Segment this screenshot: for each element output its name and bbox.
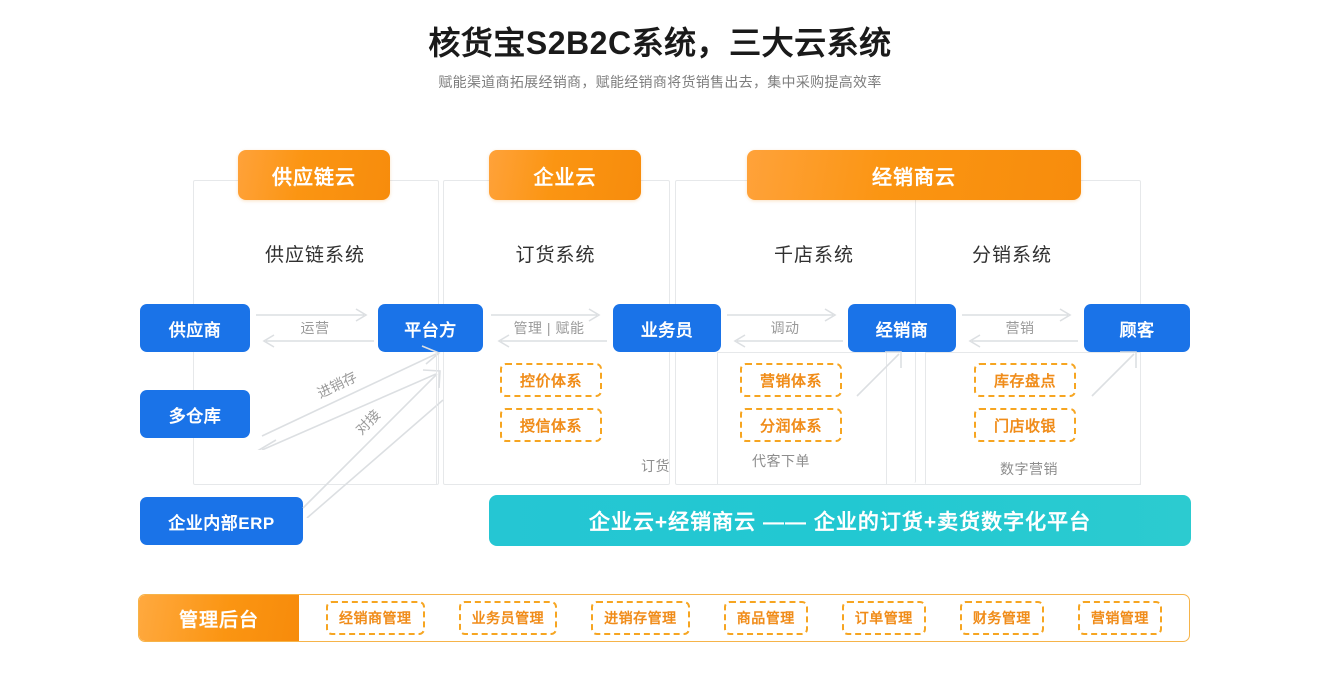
cloud-badge-dealer[interactable]: 经销商云 — [747, 150, 1081, 200]
connector-platform-salesperson: 管理 | 赋能 — [491, 306, 607, 350]
system-label-supply-chain: 供应链系统 — [264, 245, 365, 266]
page-subtitle: 赋能渠道商拓展经销商，赋能经销商将货销售出去，集中采购提高效率 — [438, 74, 882, 90]
node-label: 供应商 — [168, 320, 222, 340]
connector-store-dealer-up — [855, 348, 915, 398]
admin-item-finance-management[interactable]: 财务管理 — [959, 601, 1044, 635]
cloud-badge-label: 经销商云 — [872, 166, 956, 189]
connector-supplier-platform: 运营 — [256, 306, 374, 350]
node-supplier[interactable]: 供应商 — [140, 304, 250, 352]
system-label-distribution: 分销系统 — [971, 245, 1052, 266]
node-label: 企业内部ERP — [168, 513, 275, 533]
connector-label: 运营 — [300, 320, 330, 336]
chip-inventory-count[interactable]: 库存盘点 — [974, 363, 1076, 397]
node-label: 平台方 — [404, 320, 457, 340]
label-ordering: 订货 — [641, 458, 670, 474]
connector-salesperson-dealer: 调动 — [727, 306, 843, 350]
chip-label: 库存盘点 — [993, 372, 1056, 390]
node-label: 经销商 — [875, 320, 929, 340]
chip-marketing-system[interactable]: 营销体系 — [740, 363, 842, 397]
label-proxy-order: 代客下单 — [752, 453, 810, 469]
connector-dealer-customer: 营销 — [962, 306, 1078, 350]
page-title: 核货宝S2B2C系统，三大云系统 — [428, 25, 892, 61]
node-customer[interactable]: 顾客 — [1084, 304, 1190, 352]
node-salesperson[interactable]: 业务员 — [613, 304, 721, 352]
connector-erp-platform: 对接 — [285, 358, 460, 519]
node-platform[interactable]: 平台方 — [378, 304, 483, 352]
connector-marketing-customer — [1090, 348, 1150, 398]
node-internal-erp[interactable]: 企业内部ERP — [140, 497, 303, 545]
chip-label: 控价体系 — [519, 372, 582, 390]
chip-store-cashier[interactable]: 门店收银 — [974, 408, 1076, 442]
cloud-badge-label: 供应链云 — [272, 166, 356, 189]
connector-label: 调动 — [770, 320, 800, 336]
admin-item-salesperson-management[interactable]: 业务员管理 — [458, 601, 558, 635]
guide-line-platform — [436, 352, 437, 484]
chip-credit-system[interactable]: 授信体系 — [500, 408, 602, 442]
box-proxy-order — [717, 352, 887, 485]
node-label: 业务员 — [640, 320, 694, 340]
admin-backend-title: 管理后台 — [139, 595, 299, 641]
admin-backend-items: 经销商管理 业务员管理 进销存管理 商品管理 订单管理 财务管理 营销管理 — [299, 595, 1189, 641]
admin-item-inventory-management[interactable]: 进销存管理 — [591, 601, 690, 635]
connector-label: 管理 | 赋能 — [513, 320, 585, 336]
admin-backend-bar: 管理后台 经销商管理 业务员管理 进销存管理 商品管理 订单管理 财务管理 营销… — [138, 594, 1190, 642]
chip-label: 门店收银 — [993, 417, 1056, 435]
chip-label: 营销体系 — [759, 372, 822, 390]
system-label-store: 千店系统 — [773, 245, 854, 266]
cloud-badge-label: 企业云 — [533, 166, 597, 189]
connector-warehouse-platform: 进销存 — [240, 340, 450, 460]
admin-item-dealer-management[interactable]: 经销商管理 — [326, 601, 425, 635]
system-label-ordering: 订货系统 — [515, 245, 596, 266]
chip-profit-sharing[interactable]: 分润体系 — [740, 408, 842, 442]
node-multi-warehouse[interactable]: 多仓库 — [140, 390, 250, 438]
cloud-badge-supply-chain[interactable]: 供应链云 — [238, 150, 390, 200]
node-label: 顾客 — [1119, 320, 1155, 340]
node-dealer[interactable]: 经销商 — [848, 304, 956, 352]
node-label: 多仓库 — [168, 406, 222, 426]
admin-item-marketing-management[interactable]: 营销管理 — [1077, 601, 1162, 635]
admin-item-product-management[interactable]: 商品管理 — [723, 601, 808, 635]
label-digital-marketing: 数字营销 — [1000, 461, 1058, 477]
chip-label: 授信体系 — [519, 417, 582, 435]
chip-price-control[interactable]: 控价体系 — [500, 363, 602, 397]
connector-label: 营销 — [1005, 320, 1035, 336]
teal-banner-label: 企业云+经销商云 —— 企业的订货+卖货数字化平台 — [588, 510, 1092, 534]
cloud-badge-enterprise[interactable]: 企业云 — [489, 150, 641, 200]
box-digital-marketing — [925, 352, 1141, 485]
teal-platform-banner[interactable]: 企业云+经销商云 —— 企业的订货+卖货数字化平台 — [489, 495, 1191, 546]
admin-item-order-management[interactable]: 订单管理 — [841, 601, 926, 635]
chip-label: 分润体系 — [759, 417, 822, 435]
